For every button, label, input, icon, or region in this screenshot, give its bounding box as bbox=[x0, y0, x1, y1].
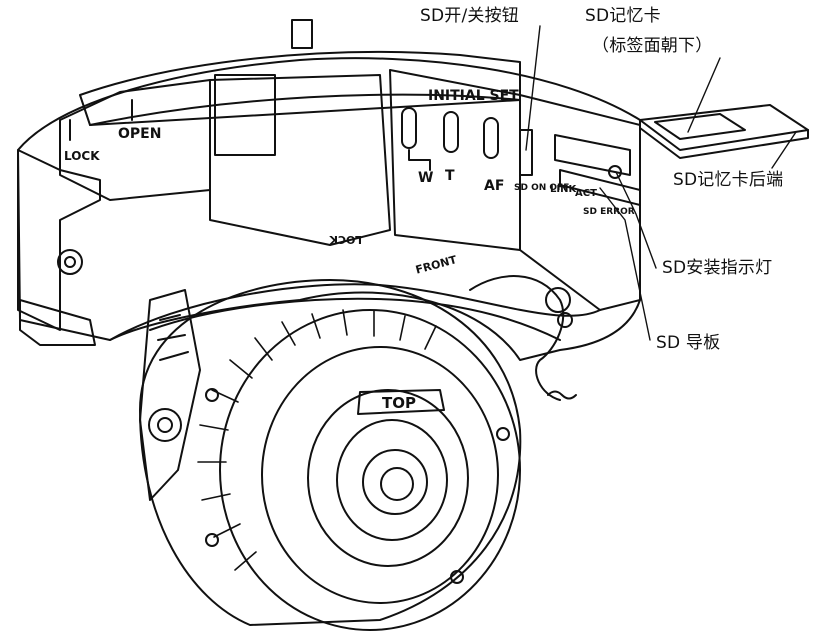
label-sd-error: SD ERROR bbox=[583, 207, 635, 217]
lens-gimbal bbox=[139, 279, 522, 626]
label-open: OPEN bbox=[118, 126, 161, 142]
switch-t bbox=[443, 111, 459, 153]
label-lock-arrow: LOCK bbox=[329, 233, 362, 246]
leader-sd-indicator bbox=[615, 171, 657, 269]
sd-indicator-led bbox=[608, 165, 622, 179]
label-lock: LOCK bbox=[64, 149, 100, 163]
switch-af bbox=[483, 117, 499, 159]
focus-ring-outer bbox=[219, 309, 521, 631]
callout-sd-card: SD记忆卡 bbox=[585, 6, 661, 26]
callout-sd-guide: SD 导板 bbox=[656, 333, 721, 353]
lens-mount bbox=[336, 419, 448, 541]
label-af: AF bbox=[484, 178, 504, 194]
label-initial-set: INITIAL SET bbox=[428, 88, 519, 104]
leader-sd-switch bbox=[525, 25, 541, 151]
switch-w bbox=[401, 107, 417, 149]
label-top: TOP bbox=[382, 394, 416, 412]
lens-glass-inner bbox=[380, 467, 414, 501]
ring-screw-d bbox=[496, 427, 510, 441]
callout-sd-switch: SD开/关按钮 bbox=[420, 6, 520, 26]
ring-screw-b bbox=[205, 533, 219, 547]
label-w: W bbox=[418, 170, 433, 186]
label-front: FRONT bbox=[414, 253, 458, 277]
top-divider bbox=[89, 99, 521, 126]
sd-card-label bbox=[654, 113, 746, 140]
left-screw-inner bbox=[64, 256, 76, 268]
tilt-arm-hatch bbox=[157, 314, 189, 361]
label-t: T bbox=[445, 168, 455, 184]
lens-glass bbox=[362, 449, 428, 515]
tilt-arm bbox=[139, 289, 201, 501]
label-link: LINK bbox=[550, 184, 577, 195]
leader-sd-card bbox=[687, 57, 721, 133]
callout-sd-indicator: SD安装指示灯 bbox=[662, 258, 773, 278]
cable-end bbox=[547, 390, 577, 400]
callout-sd-card-note: （标签面朝下） bbox=[592, 36, 713, 56]
switch-w-lead bbox=[408, 149, 431, 171]
label-act: ACT bbox=[575, 188, 597, 199]
rim-screw-right bbox=[557, 312, 573, 328]
left-screw bbox=[57, 249, 83, 275]
dome-rim-inner bbox=[149, 297, 561, 341]
focus-ring-inner bbox=[261, 346, 499, 604]
sd-slot bbox=[554, 134, 631, 176]
center-window bbox=[214, 74, 276, 156]
sd-side-panel bbox=[519, 94, 641, 311]
sd-on-off-switch bbox=[519, 129, 533, 176]
leader-sd-guide bbox=[599, 187, 651, 341]
sd-card-edge bbox=[639, 119, 809, 159]
left-foot bbox=[19, 299, 96, 346]
label-sd-on-off: SD ON OFF bbox=[514, 183, 569, 193]
top-tab bbox=[357, 389, 445, 415]
callout-sd-card-rear: SD记忆卡后端 bbox=[673, 170, 784, 190]
tilt-screw-left-inner bbox=[157, 417, 173, 433]
ring-screw-a bbox=[205, 388, 219, 402]
cable bbox=[469, 275, 565, 401]
tilt-screw-left bbox=[148, 408, 182, 442]
lens-barrel bbox=[307, 389, 469, 567]
cable-screw bbox=[545, 287, 571, 313]
leader-sd-card-rear bbox=[771, 131, 797, 169]
sd-card bbox=[639, 104, 809, 151]
ring-ribs bbox=[197, 309, 437, 571]
sd-guide-rail bbox=[559, 169, 641, 206]
mounting-post bbox=[291, 19, 313, 49]
inner-wall bbox=[209, 74, 391, 246]
left-bracket bbox=[17, 149, 101, 331]
ring-screw-c bbox=[450, 570, 464, 584]
